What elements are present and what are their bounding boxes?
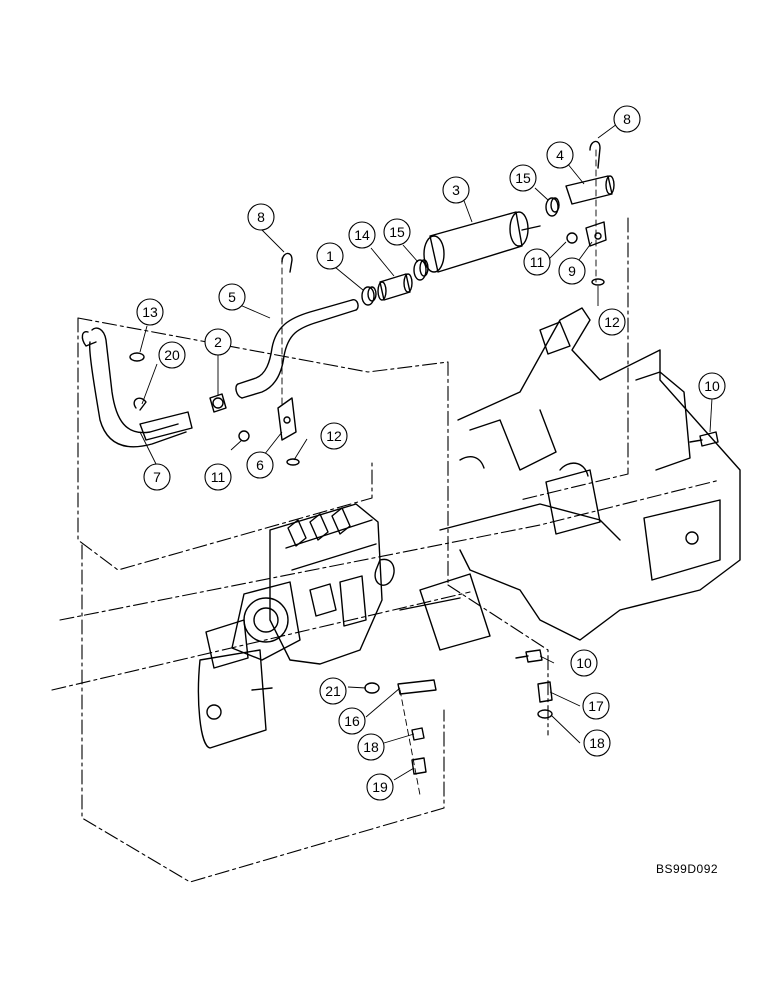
center-lines <box>281 149 597 796</box>
callout-label-11-right: 11 <box>530 254 545 270</box>
assembly-frame-lines <box>51 217 721 883</box>
callout-21 <box>319 677 347 705</box>
clip-20 <box>133 397 147 411</box>
callout-label-14: 14 <box>354 227 370 243</box>
callout-11-left <box>204 463 232 491</box>
reference-code: BS99D092 <box>656 862 719 876</box>
washer-18-right <box>537 709 553 719</box>
clamp-15-right <box>545 197 560 217</box>
callout-label-4: 4 <box>556 147 564 163</box>
callout-label-6: 6 <box>256 457 264 473</box>
engine <box>197 503 395 749</box>
callout-18-left <box>357 733 385 761</box>
callout-12-right <box>598 308 626 336</box>
callout-11-right <box>523 248 551 276</box>
callout-label-10-upper: 10 <box>704 378 720 394</box>
u-bolt-8-right <box>589 140 601 169</box>
callout-label-18-left: 18 <box>363 739 379 755</box>
callout-8-left <box>247 203 275 231</box>
bolt-17 <box>537 681 553 703</box>
nut-11-left <box>238 430 250 442</box>
callout-6 <box>246 451 274 479</box>
callout-label-5: 5 <box>228 289 236 305</box>
callout-4 <box>546 141 574 169</box>
adapter-14 <box>377 273 413 301</box>
callout-16 <box>338 707 366 735</box>
callout-label-21: 21 <box>325 683 341 699</box>
clamp-2 <box>209 393 227 413</box>
clamp-1 <box>361 286 377 306</box>
callout-13 <box>136 298 164 326</box>
callout-8-right <box>613 105 641 133</box>
bracket-6 <box>277 397 297 441</box>
callout-label-8-left: 8 <box>257 209 265 225</box>
bracket-9 <box>585 221 607 247</box>
nut-19 <box>411 757 427 775</box>
callout-label-12-right: 12 <box>604 314 620 330</box>
callout-10-upper <box>698 372 726 400</box>
muffler <box>423 211 541 273</box>
callout-19 <box>366 773 394 801</box>
bolt-10-lower <box>515 649 543 663</box>
bolt-10-upper <box>689 431 719 447</box>
washer-13 <box>129 352 145 362</box>
callouts <box>136 105 726 801</box>
callout-20 <box>158 341 186 369</box>
bracket-16 <box>397 679 437 695</box>
callout-7 <box>143 463 171 491</box>
callout-3 <box>442 176 470 204</box>
callout-label-1: 1 <box>326 248 334 264</box>
callout-label-20: 20 <box>164 347 180 363</box>
callout-label-7: 7 <box>153 469 161 485</box>
chassis-frame <box>399 307 741 651</box>
callout-label-11-left: 11 <box>211 469 226 485</box>
callout-label-12-left: 12 <box>326 428 342 444</box>
callout-1 <box>316 242 344 270</box>
callout-label-17: 17 <box>588 698 604 714</box>
washer-18-left <box>411 727 425 741</box>
callout-12-left <box>320 422 348 450</box>
callout-label-3: 3 <box>452 182 460 198</box>
callout-label-15-right: 15 <box>515 170 531 186</box>
callout-10-lower <box>570 649 598 677</box>
callout-17 <box>582 692 610 720</box>
callout-2 <box>204 328 232 356</box>
callout-14 <box>348 221 376 249</box>
stack-pipe <box>565 175 615 205</box>
u-bolt-8-left <box>281 252 293 273</box>
callout-15-left <box>383 218 411 246</box>
callout-label-16: 16 <box>344 713 360 729</box>
tailpipe <box>81 327 193 448</box>
exhaust-pipe <box>235 299 359 399</box>
callout-label-19: 19 <box>372 779 388 795</box>
callout-label-15-left: 15 <box>389 224 405 240</box>
callout-label-13: 13 <box>142 304 158 320</box>
leader-lines <box>139 123 713 781</box>
callout-label-2: 2 <box>214 334 222 350</box>
callout-label-18-right: 18 <box>589 735 605 751</box>
callout-label-9: 9 <box>568 263 576 279</box>
callout-5 <box>218 283 246 311</box>
washer-12-right <box>591 278 605 286</box>
callout-label-10-lower: 10 <box>576 655 592 671</box>
washer-21 <box>364 682 380 694</box>
callout-18-right <box>583 729 611 757</box>
callout-9 <box>558 257 586 285</box>
callout-label-8-right: 8 <box>623 111 631 127</box>
washer-12-left <box>286 458 300 466</box>
nut-11-right <box>566 232 578 244</box>
callout-15-right <box>509 164 537 192</box>
